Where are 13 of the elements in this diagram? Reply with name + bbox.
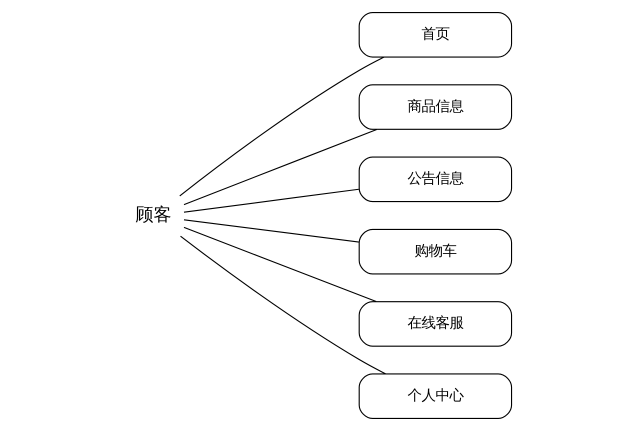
node-box: 公告信息 bbox=[358, 156, 512, 202]
node-box: 首页 bbox=[358, 12, 512, 58]
connector bbox=[183, 188, 358, 213]
node-text: 顾客 bbox=[134, 204, 171, 224]
connector bbox=[183, 226, 376, 302]
connector bbox=[178, 56, 384, 196]
node-box: 在线客服 bbox=[358, 301, 512, 347]
node-box: 个人中心 bbox=[358, 373, 512, 419]
connector bbox=[183, 219, 358, 243]
node-box: 购物车 bbox=[358, 228, 512, 274]
connector bbox=[180, 236, 386, 374]
connector bbox=[183, 128, 376, 206]
node-box: 商品信息 bbox=[358, 84, 512, 130]
